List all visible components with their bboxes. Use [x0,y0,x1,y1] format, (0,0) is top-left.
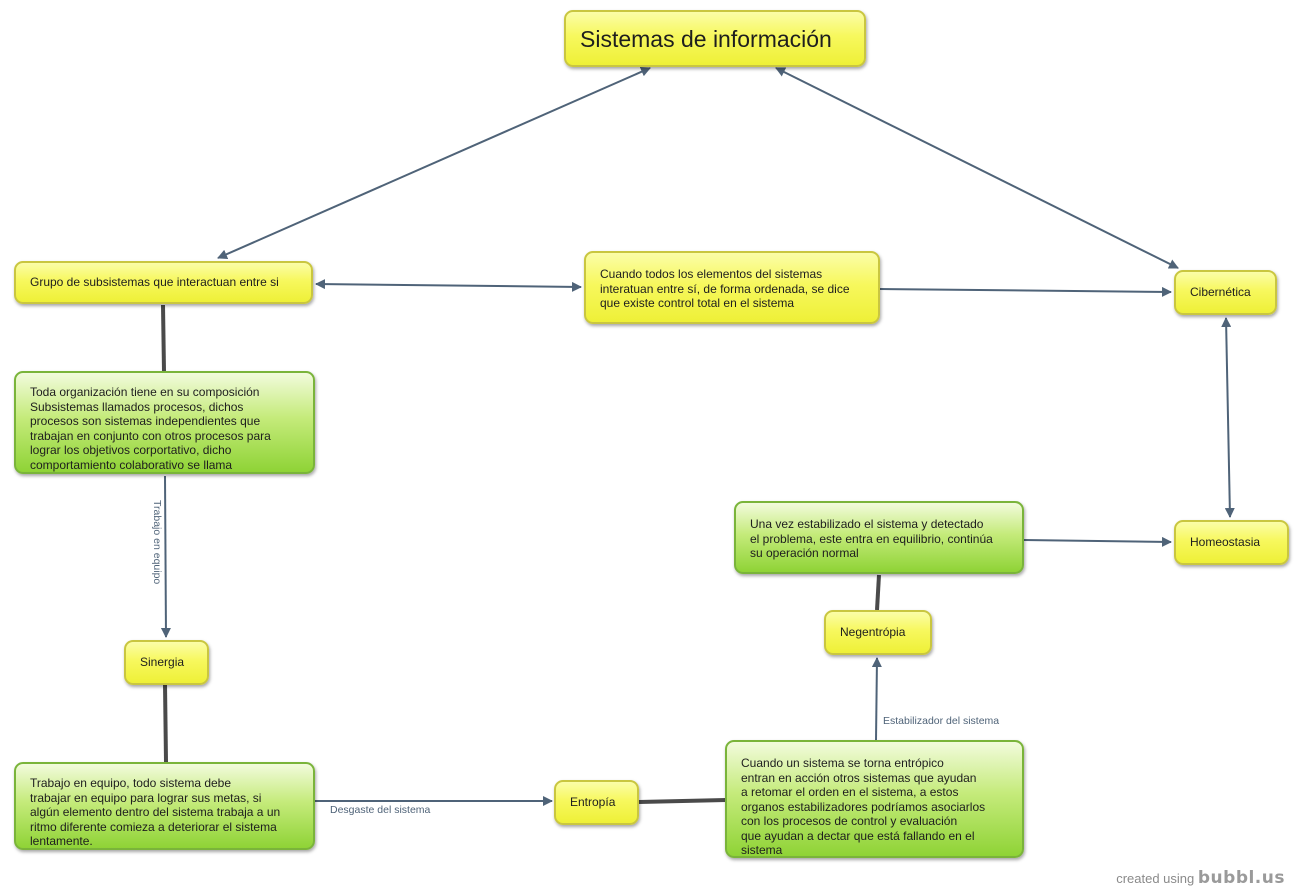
arrow-sistemas-grupo [217,67,651,259]
connector-grupo-toda-org [161,304,166,373]
node-sinergia[interactable]: Sinergia [124,640,209,685]
connector-negentropia-una-vez [875,574,881,611]
node-una-vez-estabilizado[interactable]: Una vez estabilizado el sistema y detect… [734,501,1024,574]
node-trabajo-en-equipo[interactable]: Trabajo en equipo, todo sistema debe tra… [14,762,315,850]
arrow-grupo-cuando-todos [315,279,582,292]
arrow-cuando-un-negentropia [871,657,882,741]
node-sistemas-de-informacion[interactable]: Sistemas de información [564,10,866,67]
edge-label-estabilizador: Estabilizador del sistema [883,715,999,727]
node-grupo-subsistemas[interactable]: Grupo de subsistemas que interactuan ent… [14,261,313,304]
node-cuando-un-sistema[interactable]: Cuando un sistema se torna entrópico ent… [725,740,1024,858]
node-cuando-todos[interactable]: Cuando todos los elementos del sistemas … [584,251,880,324]
edge-label-trabajo-en-equipo: Trabajo en equipo [151,500,163,584]
node-negentropia[interactable]: Negentrópia [824,610,932,655]
node-entropia[interactable]: Entropía [554,780,639,825]
connector-entropia-cuando-un [638,798,727,804]
arrow-cuando-todos-cibernetica [879,286,1172,297]
node-toda-organizacion[interactable]: Toda organización tiene en su composició… [14,371,315,474]
credit-prefix: created using [1116,871,1195,886]
arrow-una-vez-homeostasia [1023,536,1172,547]
arrow-toda-org-sinergia [160,475,171,638]
connector-sinergia-trabajo [163,683,168,763]
arrow-sistemas-cibernetica [775,67,1179,269]
edge-label-desgaste: Desgaste del sistema [330,804,431,816]
arrow-cibernetica-homeostasia [1221,317,1235,518]
node-cibernetica[interactable]: Cibernética [1174,270,1277,315]
created-using-credit: created using bubbl.us [1116,868,1285,888]
bubblus-logo: bubbl.us [1197,868,1285,888]
node-homeostasia[interactable]: Homeostasia [1174,520,1289,565]
